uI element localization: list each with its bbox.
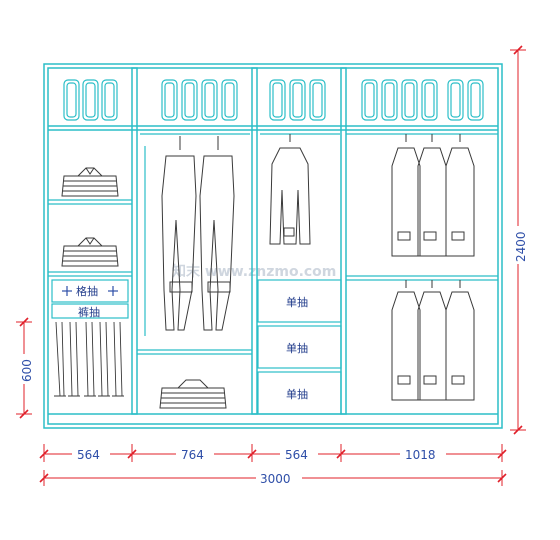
- dimension-arrowheads: [19, 45, 523, 483]
- dimension-width-3: 564: [285, 448, 308, 462]
- dimension-total-width: 3000: [260, 472, 291, 486]
- drawer-label-3: 单抽: [286, 387, 308, 401]
- dimension-height: 2400: [514, 231, 528, 262]
- left-column-shelves: [48, 199, 132, 319]
- hanging-trousers-icon: [161, 136, 197, 331]
- top-cabinet-handles: [63, 79, 484, 121]
- fourth-column-structure: [346, 133, 498, 281]
- shelf-left-label: 格抽: [76, 284, 98, 298]
- folded-clothes-icon: [61, 167, 119, 197]
- watermark-text: 知末 www.znzmo.com: [172, 263, 336, 280]
- dimension-width-4: 1018: [405, 448, 436, 462]
- dimension-rack-height-group: 600: [18, 354, 34, 384]
- drawer-label-2: 单抽: [286, 341, 308, 355]
- pants-rack-label: 裤抽: [78, 305, 100, 319]
- second-column-structure: [137, 133, 252, 355]
- third-column-structure: [257, 133, 342, 415]
- hanging-coat-icon: [391, 280, 475, 401]
- dimension-rack-height: 600: [20, 359, 34, 382]
- folded-clothes-icon: [61, 237, 119, 267]
- dimension-width-1: 564: [77, 448, 100, 462]
- folded-clothes-icon: [159, 379, 227, 409]
- hanging-coat-icon: [269, 134, 311, 245]
- dimension-width-2: 764: [181, 448, 204, 462]
- drawer-label-1: 单抽: [286, 295, 308, 309]
- hanging-coat-icon: [391, 134, 475, 257]
- plus-icon: [62, 286, 118, 296]
- dimension-height-group: 2400: [512, 226, 528, 264]
- hanging-trousers-icon: [199, 136, 235, 331]
- hanging-trousers-icon: [54, 321, 124, 397]
